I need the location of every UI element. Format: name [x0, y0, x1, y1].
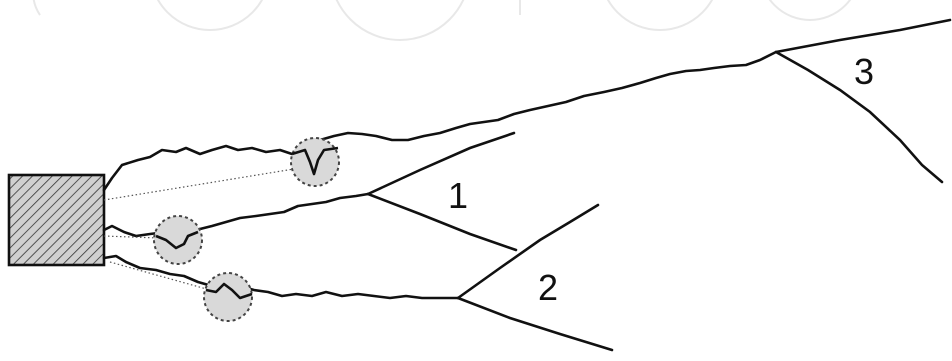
zone-lower — [204, 273, 252, 321]
label-crack-3: 3 — [854, 51, 874, 92]
crack-1-branch-upper — [368, 133, 514, 194]
crack-2-branch-lower — [458, 298, 612, 350]
dotted-link-lower — [110, 262, 210, 290]
watermark-decoration — [33, 0, 860, 40]
upper-crack-boundary — [104, 20, 950, 190]
label-crack-2: 2 — [538, 267, 558, 308]
crack-1-branch-lower — [368, 194, 516, 250]
zone-upper — [291, 138, 339, 186]
hatched-block — [9, 175, 104, 265]
crack-2-branch-upper — [458, 205, 598, 298]
label-crack-1: 1 — [448, 175, 468, 216]
dotted-link-middle — [104, 236, 158, 238]
dotted-link-upper — [104, 168, 300, 200]
crack-1-upper-edge — [104, 194, 368, 236]
crack-2-upper-edge — [104, 256, 458, 298]
zone-middle — [154, 216, 202, 264]
